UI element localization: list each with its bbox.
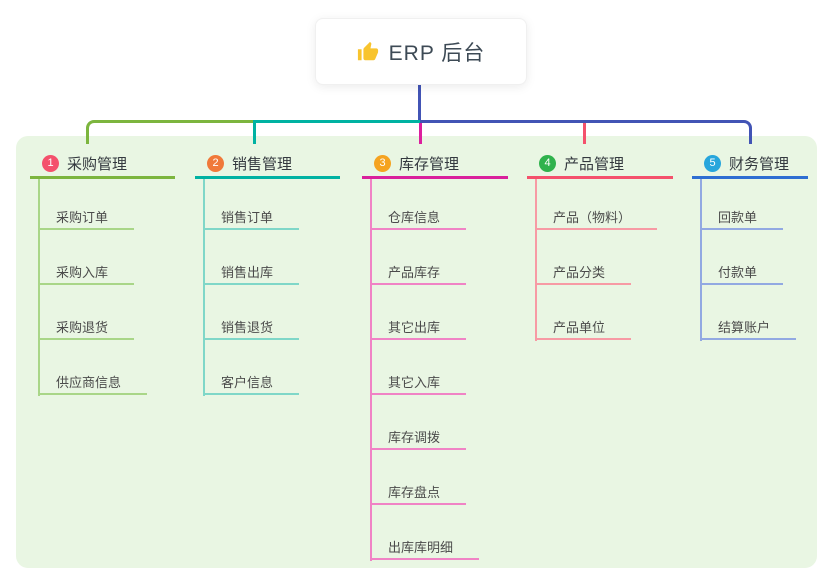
branch-3-title: 库存管理 — [399, 155, 460, 173]
branch-5-child-connector — [700, 179, 702, 341]
branch-2-number-badge: 2 — [207, 154, 224, 172]
connector-root-stem — [418, 83, 421, 121]
thumbs-up-icon — [357, 41, 379, 63]
branch-1-item[interactable]: 供应商信息 — [38, 374, 148, 395]
branch-2-item[interactable]: 销售出库 — [203, 264, 300, 285]
branch-5-number-badge: 5 — [704, 154, 721, 172]
branch-4-title: 产品管理 — [564, 155, 625, 173]
branch-3-child-connector — [370, 179, 372, 561]
branch-1-header[interactable]: 1 采购管理 — [30, 150, 175, 179]
branch-4-item[interactable]: 产品（物料） — [535, 209, 658, 230]
branch-2-item[interactable]: 销售订单 — [203, 209, 300, 230]
branch-4-item[interactable]: 产品单位 — [535, 319, 632, 340]
mindmap-panel — [16, 136, 817, 568]
branch-1-item[interactable]: 采购订单 — [38, 209, 135, 230]
branch-3-item[interactable]: 仓库信息 — [370, 209, 467, 230]
branch-5-title: 财务管理 — [729, 155, 790, 173]
branch-5-item[interactable]: 结算账户 — [700, 319, 797, 340]
branch-2-item[interactable]: 客户信息 — [203, 374, 300, 395]
branch-1-item[interactable]: 采购入库 — [38, 264, 135, 285]
branch-5-item[interactable]: 回款单 — [700, 209, 784, 230]
branch-3-item[interactable]: 其它入库 — [370, 374, 467, 395]
connector-trunk-left — [86, 120, 253, 144]
branch-3-header[interactable]: 3 库存管理 — [362, 150, 508, 179]
branch-4-item[interactable]: 产品分类 — [535, 264, 632, 285]
branch-4-number-badge: 4 — [539, 154, 556, 172]
branch-5-header[interactable]: 5 财务管理 — [692, 150, 808, 179]
connector-trunk-middle — [253, 120, 420, 144]
root-node-title: ERP 后台 — [388, 41, 486, 65]
branch-2-item[interactable]: 销售退货 — [203, 319, 300, 340]
branch-3-item[interactable]: 其它出库 — [370, 319, 467, 340]
branch-1-item[interactable]: 采购退货 — [38, 319, 135, 340]
branch-1-number-badge: 1 — [42, 154, 59, 172]
branch-4-child-connector — [535, 179, 537, 341]
branch-4-header[interactable]: 4 产品管理 — [527, 150, 673, 179]
root-node-erp[interactable]: ERP 后台 — [315, 18, 527, 85]
branch-3-item[interactable]: 产品库存 — [370, 264, 467, 285]
branch-1-child-connector — [38, 179, 40, 396]
branch-2-child-connector — [203, 179, 205, 396]
branch-2-title: 销售管理 — [232, 155, 293, 173]
branch-2-header[interactable]: 2 销售管理 — [195, 150, 340, 179]
connector-drop-product — [583, 123, 586, 144]
branch-3-item[interactable]: 库存调拨 — [370, 429, 467, 450]
branch-1-title: 采购管理 — [67, 155, 128, 173]
branch-3-item[interactable]: 出库库明细 — [370, 539, 480, 560]
connector-trunk-right — [420, 120, 752, 144]
branch-3-item[interactable]: 库存盘点 — [370, 484, 467, 505]
branch-3-number-badge: 3 — [374, 154, 391, 172]
branch-5-item[interactable]: 付款单 — [700, 264, 784, 285]
connector-drop-inventory — [419, 123, 422, 144]
